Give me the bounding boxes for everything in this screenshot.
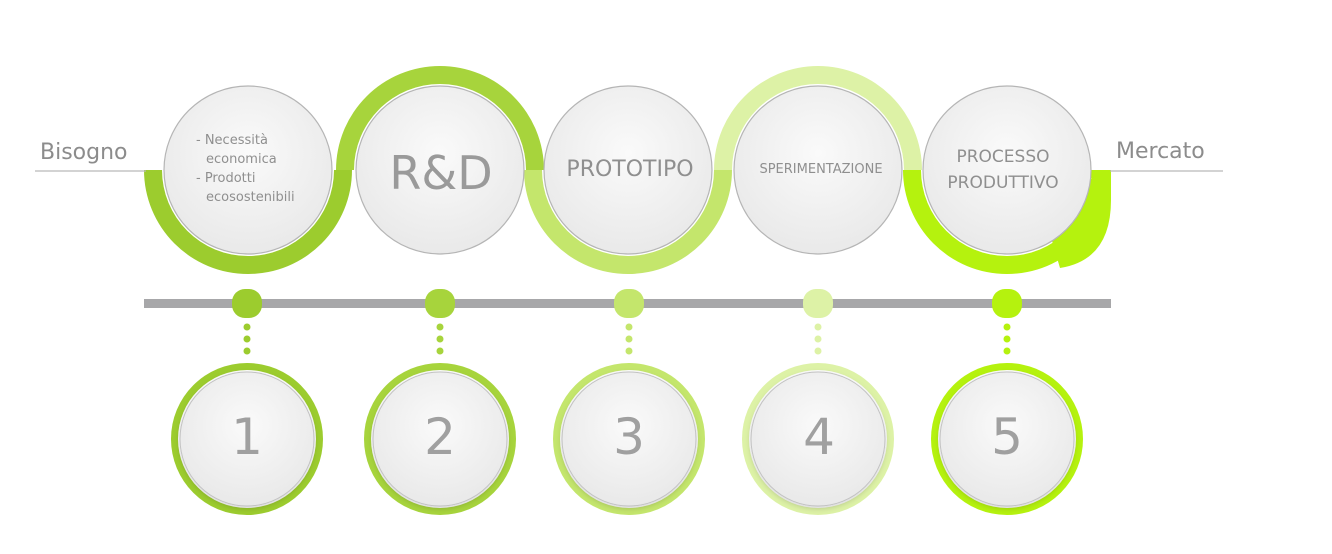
stage-3-disc	[543, 85, 713, 255]
step-5-disc	[939, 371, 1075, 507]
stage-1-disc	[163, 85, 333, 255]
stage-3-ring	[524, 170, 732, 274]
timeline-marker-3	[614, 289, 644, 318]
step-3-disc	[561, 371, 697, 507]
timeline-marker-4	[803, 289, 833, 318]
connector-dot-2-2	[436, 335, 444, 343]
stage-1-ring	[144, 170, 352, 274]
connector-dot-3-3	[625, 347, 633, 355]
stage-5-disc	[922, 85, 1092, 255]
timeline-marker-5	[992, 289, 1022, 318]
connector-dot-4-1	[814, 323, 822, 331]
step-4-disc	[750, 371, 886, 507]
stage-2-disc	[355, 85, 525, 255]
timeline-marker-1	[232, 289, 262, 318]
connector-dot-4-2	[814, 335, 822, 343]
stage-4-ring	[714, 66, 922, 170]
connector-dot-3-1	[625, 323, 633, 331]
connector-dot-5-1	[1003, 323, 1011, 331]
connector-dot-5-2	[1003, 335, 1011, 343]
connector-dot-1-3	[243, 347, 251, 355]
stage-2-ring	[336, 66, 544, 170]
step-2-disc	[372, 371, 508, 507]
timeline-marker-2	[425, 289, 455, 318]
connector-dot-3-2	[625, 335, 633, 343]
connector-dot-1-1	[243, 323, 251, 331]
connector-dot-4-3	[814, 347, 822, 355]
step-1-disc	[179, 371, 315, 507]
connector-dot-5-3	[1003, 347, 1011, 355]
connector-dot-1-2	[243, 335, 251, 343]
stage-4-disc	[733, 85, 903, 255]
connector-dot-2-1	[436, 323, 444, 331]
connector-dot-2-3	[436, 347, 444, 355]
